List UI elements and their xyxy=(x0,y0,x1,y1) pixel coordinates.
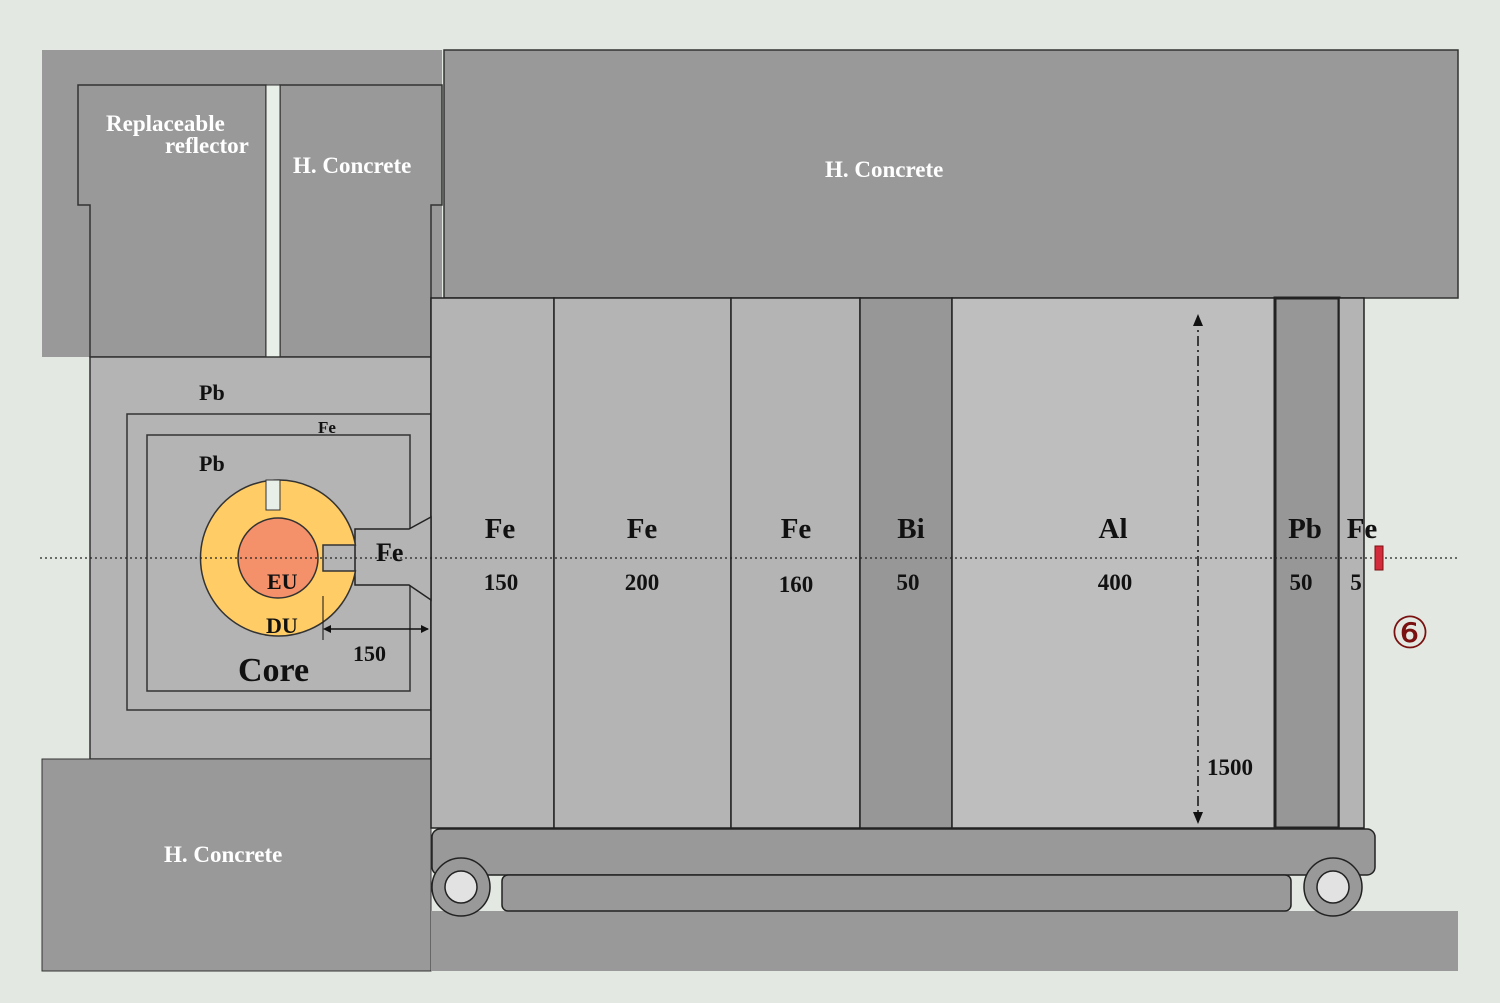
label-reflector: reflector xyxy=(165,133,249,158)
layer-label-material: Al xyxy=(1099,513,1128,545)
upper-right-concrete xyxy=(443,49,1459,299)
layer-label-thickness: 150 xyxy=(484,570,519,595)
label-core-gap: 150 xyxy=(353,641,386,666)
layer-label-material: Bi xyxy=(897,513,924,545)
layer-label-material: Fe xyxy=(627,513,658,545)
floor-concrete xyxy=(431,911,1458,971)
label-hconcrete-upper-left: H. Concrete xyxy=(293,153,411,178)
layer-label-thickness: 160 xyxy=(779,572,814,597)
cart-wheel-left-hub xyxy=(444,870,478,904)
label-hconcrete-lower: H. Concrete xyxy=(164,842,282,867)
layer-label-thickness: 50 xyxy=(1290,570,1313,595)
cart-wheel-right-hub xyxy=(1316,870,1350,904)
label-height-dimension: 1500 xyxy=(1207,755,1253,780)
detector-marker: ⑥ xyxy=(1390,608,1429,659)
layer-label-material: Fe xyxy=(485,513,516,545)
label-fe-thin: Fe xyxy=(318,418,336,437)
layer-label-thickness: 5 xyxy=(1350,570,1362,595)
fe-plug xyxy=(354,515,432,602)
layer-fe-200 xyxy=(553,297,732,829)
concrete-plug-block xyxy=(279,84,443,358)
cart-platform xyxy=(431,828,1376,876)
layer-label-material: Pb xyxy=(1288,513,1322,545)
layer-fe-5 xyxy=(1338,297,1365,829)
label-hconcrete-upper-right: H. Concrete xyxy=(825,157,943,182)
lower-left-concrete xyxy=(41,758,432,972)
channel-tip xyxy=(265,479,281,511)
label-replaceable: Replaceable xyxy=(106,111,225,136)
label-pb-outer: Pb xyxy=(199,380,225,405)
layer-fe-160 xyxy=(730,297,861,829)
label-eu: EU xyxy=(267,569,298,594)
dimension-150-arrow-right xyxy=(421,625,429,633)
layer-pb-50 xyxy=(1273,296,1341,830)
layer-label-thickness: 400 xyxy=(1098,570,1133,595)
layer-label-thickness: 200 xyxy=(625,570,660,595)
dimension-1500-arrow-top xyxy=(1193,314,1203,326)
detector-position xyxy=(1374,545,1384,571)
eu-core xyxy=(237,517,319,599)
label-fe-plug: Fe xyxy=(376,538,403,567)
layer-al-400 xyxy=(951,297,1276,829)
label-du: DU xyxy=(266,613,298,638)
layer-label-thickness: 50 xyxy=(897,570,920,595)
cart-base xyxy=(501,874,1292,912)
label-core: Core xyxy=(238,652,309,689)
layer-label-material: Fe xyxy=(781,513,812,545)
layer-label-material: Fe xyxy=(1347,513,1378,545)
dimension-1500-arrow-bottom xyxy=(1193,812,1203,824)
layer-fe-150 xyxy=(430,297,555,829)
label-pb-inner: Pb xyxy=(199,451,225,476)
layer-bi-50 xyxy=(859,297,953,829)
dimension-150-arrow-left xyxy=(323,625,331,633)
